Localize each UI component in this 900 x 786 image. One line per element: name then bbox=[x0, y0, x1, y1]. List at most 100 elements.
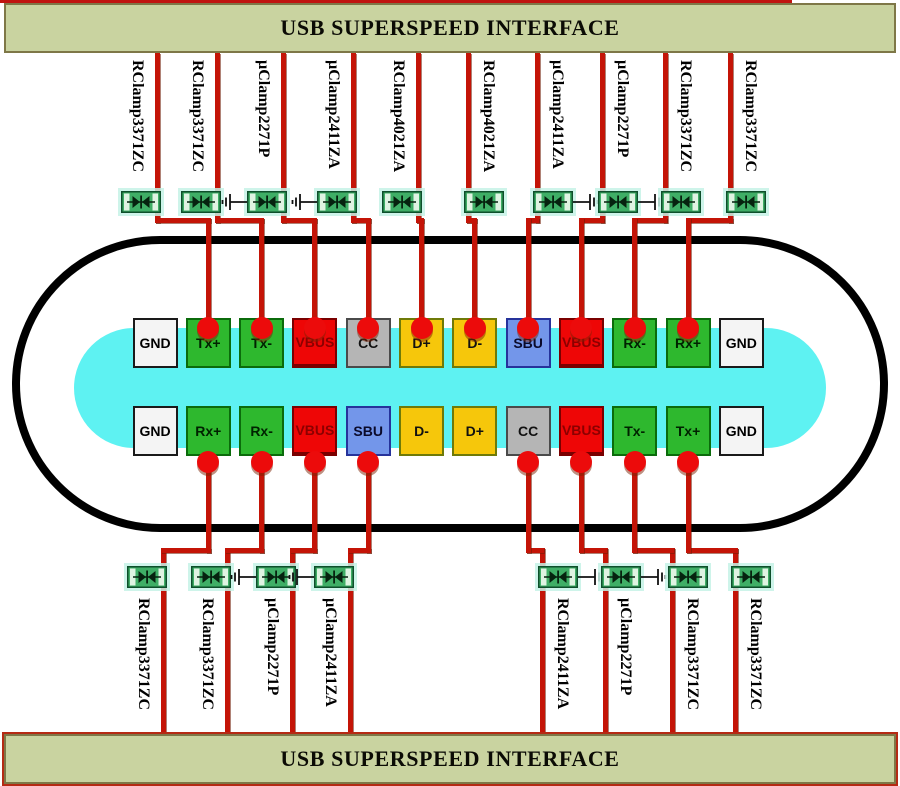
tvs-diode-icon-bottom-2 bbox=[191, 566, 231, 588]
wire-top-9-segment bbox=[632, 217, 668, 223]
tvs-diode-glyph bbox=[247, 191, 287, 213]
ground-icon-top-3 bbox=[220, 190, 247, 214]
connection-dot-top-VBUS bbox=[570, 317, 593, 339]
wire-top-6-segment bbox=[472, 217, 478, 328]
wire-top-10-segment bbox=[685, 217, 691, 328]
pin-bottom-VBUS: VBUS bbox=[558, 406, 604, 456]
wire-top-5-segment bbox=[419, 217, 424, 328]
wire-top-3-segment bbox=[280, 53, 286, 223]
wire-bottom-1-segment bbox=[160, 547, 166, 734]
connection-dot-top-VBUS bbox=[303, 317, 326, 339]
connection-dot-bottom-Rx- bbox=[250, 451, 273, 473]
usb-connector-outline bbox=[12, 236, 888, 532]
clamp-label-top-6: RClamp4021ZA bbox=[480, 60, 497, 173]
connection-dot-bottom-Rx+ bbox=[197, 451, 220, 473]
clamp-label-top-7: µClamp2411ZA bbox=[549, 60, 566, 169]
wire-top-1-segment bbox=[154, 53, 160, 223]
pin-bottom-GND: GND bbox=[718, 406, 764, 456]
ground-icon-bottom-6 bbox=[641, 565, 668, 589]
tvs-diode-icon-top-3 bbox=[247, 191, 287, 213]
pin-bottom-GND: GND bbox=[132, 406, 178, 456]
tvs-diode-icon-top-4 bbox=[317, 191, 357, 213]
clamp-label-bottom-4: µClamp2411ZA bbox=[322, 598, 339, 707]
tvs-diode-glyph bbox=[317, 191, 357, 213]
pin-bottom-Tx+: Tx+ bbox=[665, 406, 711, 456]
connection-dot-top-SBU bbox=[517, 317, 540, 339]
wire-bottom-3-segment bbox=[289, 547, 318, 553]
wire-top-3-segment bbox=[280, 217, 318, 223]
wire-bottom-2-segment bbox=[224, 547, 265, 553]
bottom-banner-title: USB SUPERSPEED INTERFACE bbox=[280, 746, 620, 771]
top-banner-title: USB SUPERSPEED INTERFACE bbox=[280, 15, 620, 40]
pin-bottom-D-: D- bbox=[399, 406, 444, 456]
clamp-label-top-10: RClamp3371ZC bbox=[742, 60, 759, 173]
clamp-label-top-8: µClamp2271P bbox=[614, 60, 631, 158]
connection-dot-top-Tx- bbox=[250, 317, 273, 339]
pin-bottom-SBU: SBU bbox=[345, 406, 391, 456]
wire-bottom-2-segment bbox=[224, 547, 230, 734]
connection-dot-top-D+ bbox=[410, 317, 433, 339]
ground-icon-top-7 bbox=[573, 190, 600, 214]
tvs-diode-glyph bbox=[314, 566, 354, 588]
tvs-diode-glyph bbox=[598, 191, 638, 213]
wire-top-4-segment bbox=[365, 217, 371, 328]
top-banner: USB SUPERSPEED INTERFACE bbox=[4, 3, 896, 53]
wire-bottom-7-segment bbox=[669, 547, 675, 734]
wire-top-3-segment bbox=[312, 217, 318, 328]
pin-top-GND: GND bbox=[718, 318, 764, 368]
wire-top-4-segment bbox=[350, 53, 356, 223]
tvs-diode-icon-top-2 bbox=[181, 191, 221, 213]
wire-top-10-segment bbox=[727, 53, 733, 223]
clamp-label-top-3: µClamp2271P bbox=[255, 60, 272, 158]
wire-top-1-segment bbox=[205, 217, 211, 328]
clamp-label-bottom-8: RClamp3371ZC bbox=[747, 598, 764, 711]
clamp-label-top-2: RClamp3371ZC bbox=[189, 60, 206, 173]
tvs-diode-icon-bottom-7 bbox=[668, 566, 708, 588]
wire-top-4-segment bbox=[350, 217, 371, 223]
tvs-diode-icon-bottom-1 bbox=[127, 566, 167, 588]
wire-bottom-6-segment bbox=[578, 547, 608, 553]
connection-dot-top-Rx- bbox=[623, 317, 646, 339]
tvs-diode-icon-top-9 bbox=[661, 191, 701, 213]
top-red-bus-line bbox=[0, 0, 792, 3]
clamp-label-bottom-7: RClamp3371ZC bbox=[684, 598, 701, 711]
wire-bottom-8-segment bbox=[732, 547, 738, 734]
tvs-diode-glyph bbox=[601, 566, 641, 588]
ground-icon-bottom-4 bbox=[287, 565, 314, 589]
tvs-diode-icon-bottom-8 bbox=[731, 566, 771, 588]
wire-bottom-6-segment bbox=[578, 462, 584, 553]
pin-top-GND: GND bbox=[132, 318, 178, 368]
ground-icon-top-4 bbox=[290, 190, 317, 214]
ground-glyph bbox=[641, 569, 667, 585]
wire-top-1-segment bbox=[154, 217, 211, 223]
wire-top-8-segment bbox=[599, 53, 605, 223]
pin-bottom-Tx-: Tx- bbox=[612, 406, 658, 456]
wire-top-9-segment bbox=[662, 53, 668, 223]
wire-top-8-segment bbox=[578, 217, 584, 328]
clamp-label-top-4: µClamp2411ZA bbox=[325, 60, 342, 169]
connection-dot-bottom-VBUS bbox=[303, 451, 326, 473]
pin-bottom-Rx-: Rx- bbox=[239, 406, 285, 456]
tvs-diode-icon-top-10 bbox=[726, 191, 766, 213]
tvs-diode-glyph bbox=[382, 191, 422, 213]
wire-bottom-1-segment bbox=[205, 462, 211, 553]
pin-bottom-CC: CC bbox=[505, 406, 551, 456]
wire-bottom-3-segment bbox=[312, 462, 318, 553]
clamp-label-top-5: RClamp4021ZA bbox=[390, 60, 407, 173]
ground-glyph bbox=[230, 569, 256, 585]
tvs-diode-icon-top-5 bbox=[382, 191, 422, 213]
ground-glyph bbox=[221, 194, 247, 210]
connection-dot-bottom-CC bbox=[517, 451, 540, 473]
wire-top-9-segment bbox=[632, 217, 638, 328]
tvs-diode-glyph bbox=[668, 566, 708, 588]
tvs-diode-icon-top-8 bbox=[598, 191, 638, 213]
pin-bottom-Rx+: Rx+ bbox=[185, 406, 231, 456]
wire-bottom-5-segment bbox=[525, 462, 531, 553]
wire-bottom-2-segment bbox=[259, 462, 265, 553]
pin-bottom-VBUS: VBUS bbox=[292, 406, 338, 456]
wire-bottom-7-segment bbox=[632, 547, 675, 553]
tvs-diode-glyph bbox=[121, 191, 161, 213]
tvs-diode-glyph bbox=[127, 566, 167, 588]
connection-dot-bottom-VBUS bbox=[570, 451, 593, 473]
wire-bottom-5-segment bbox=[539, 547, 545, 734]
